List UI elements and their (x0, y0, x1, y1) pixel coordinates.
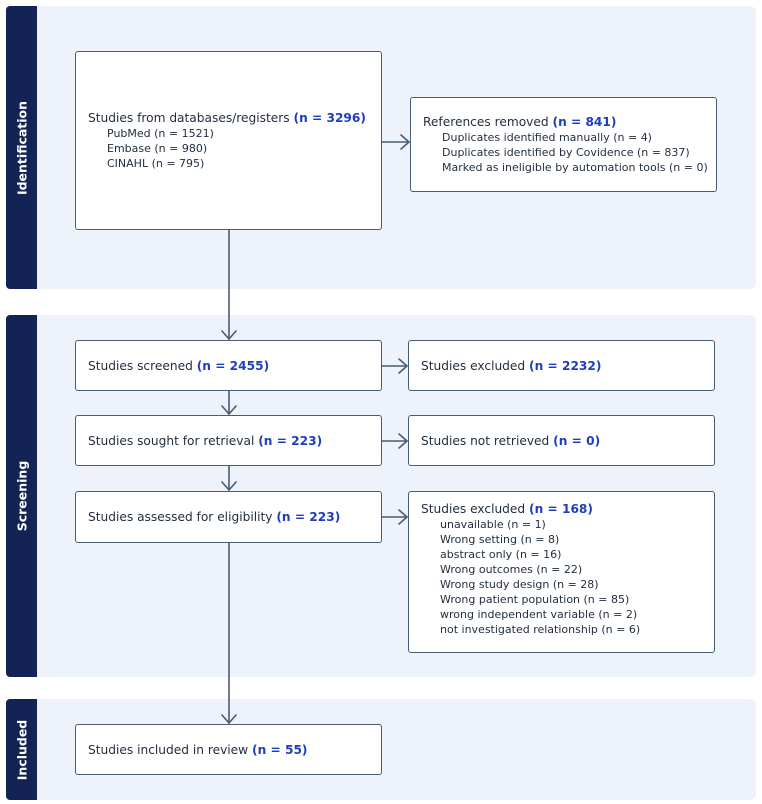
not-retrieved-box: Studies not retrieved (n = 0) (408, 415, 715, 466)
exclusion-reason: Wrong setting (n = 8) (440, 533, 560, 546)
screening-label: Screening (14, 460, 29, 532)
records-identified-count: (n = 3296) (293, 111, 366, 125)
studies-screened-count: (n = 2455) (196, 358, 270, 373)
studies-screened-box: Studies screened (n = 2455) (75, 340, 382, 391)
exclusion-reason: unavailable (n = 1) (440, 518, 546, 531)
identification-label: Identification (14, 100, 29, 195)
removal-reason: Duplicates identified manually (n = 4) (442, 131, 652, 144)
screening-excluded-count: (n = 2232) (529, 358, 602, 373)
records-source: Embase (n = 980) (107, 142, 208, 155)
references-removed-title: References removed (n = 841) (423, 115, 617, 129)
assessed-eligibility-count: (n = 223) (276, 510, 341, 524)
exclusion-reason: Wrong patient population (n = 85) (440, 593, 630, 606)
removal-reason: Duplicates identified by Covidence (n = … (442, 146, 690, 159)
sought-retrieval-box: Studies sought for retrieval (n = 223) (75, 415, 382, 466)
identification-band: Identification (6, 6, 37, 289)
screening-excluded-box: Studies excluded (n = 2232) (408, 340, 715, 391)
references-removed-count: (n = 841) (552, 115, 617, 129)
exclusion-reason: Wrong study design (n = 28) (440, 578, 599, 591)
assessed-eligibility-box: Studies assessed for eligibility (n = 22… (75, 491, 382, 543)
not-retrieved-count: (n = 0) (553, 433, 601, 448)
eligibility-excluded-count: (n = 168) (529, 502, 593, 516)
eligibility-excluded-box: Studies excluded (n = 168) unavailable (… (408, 491, 715, 653)
exclusion-reason: wrong independent variable (n = 2) (440, 608, 638, 621)
records-identified-title: Studies from databases/registers (n = 32… (88, 111, 366, 125)
included-label: Included (14, 719, 29, 780)
exclusion-reason: Wrong outcomes (n = 22) (440, 563, 583, 576)
records-source: PubMed (n = 1521) (107, 127, 214, 140)
studies-included-box: Studies included in review (n = 55) (75, 724, 382, 775)
records-identified-box: Studies from databases/registers (n = 32… (75, 51, 382, 230)
studies-included-count: (n = 55) (252, 742, 308, 757)
included-band: Included (6, 699, 37, 800)
screening-band: Screening (6, 315, 37, 677)
exclusion-reason: abstract only (n = 16) (440, 548, 562, 561)
removal-reason: Marked as ineligible by automation tools… (442, 161, 708, 174)
exclusion-reason: not investigated relationship (n = 6) (440, 623, 641, 636)
records-source: CINAHL (n = 795) (107, 157, 205, 170)
references-removed-box: References removed (n = 841) Duplicates … (410, 97, 717, 192)
sought-retrieval-count: (n = 223) (258, 433, 323, 448)
